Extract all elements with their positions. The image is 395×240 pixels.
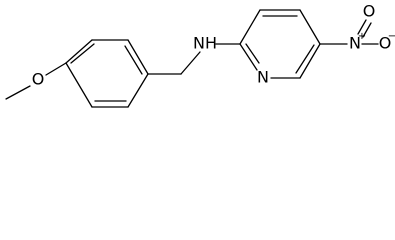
ring-nitrogen-label: N (257, 68, 269, 87)
nitro-nitrogen-charge: + (358, 31, 366, 42)
n-o-double-bond-a (357, 19, 367, 35)
benzene-bond-3 (127, 39, 149, 75)
structure-canvas: O NH N N + O O − (0, 0, 395, 116)
nitro-group (319, 19, 379, 45)
o-aryl-bond (45, 62, 67, 76)
benzene-bond-6 (65, 62, 93, 108)
ch2-nh-bond (180, 51, 201, 75)
benzene-bond-1 (65, 39, 93, 64)
chemical-structure-diagram: O NH N N + O O − (5, 2, 395, 108)
pyridine-bond-6-inner (245, 43, 260, 64)
amine-label: NH (193, 34, 217, 53)
methyl-o-bond (5, 85, 31, 100)
pyridine-ring (239, 9, 321, 79)
n-o-double-bond-b (362, 22, 372, 38)
nitro-nitrogen-label: N (349, 34, 361, 53)
methoxy-oxygen-label: O (32, 70, 45, 89)
pyridine-bond-6 (239, 43, 258, 71)
nitro-oxygen-single-label: O (379, 34, 392, 53)
methoxy-group (5, 62, 67, 100)
benzene-bond-3-inner (124, 45, 143, 75)
pyridine-bond-4-inner (295, 44, 315, 74)
benzene-bond-1-inner (70, 43, 95, 64)
pyridine-bond-3 (299, 9, 321, 45)
benzylic-linker (147, 51, 201, 75)
nitro-oxygen-double-label: O (363, 2, 376, 21)
benzene-bond-4 (127, 73, 149, 108)
benzene-ring (65, 39, 149, 108)
nitro-oxygen-charge: − (388, 31, 395, 42)
pyridine-bond-4 (299, 43, 321, 79)
pyridine-bond-1 (239, 9, 261, 45)
